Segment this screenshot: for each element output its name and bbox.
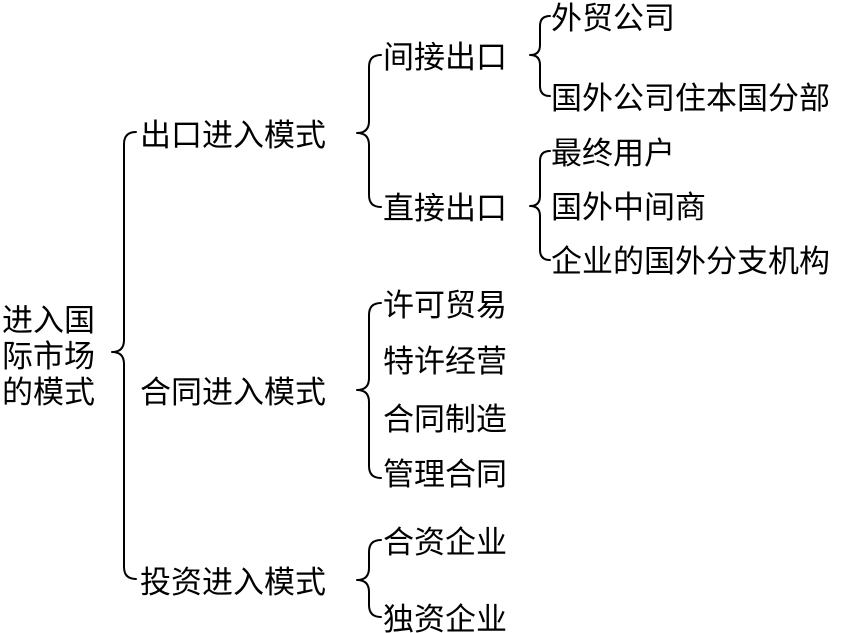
foreign-intermediary-label: 国外中间商 [551,190,706,226]
export-brace [356,54,382,208]
foreign-company-domestic-branch-label: 国外公司住本国分部 [551,81,830,117]
overseas-branch-label: 企业的国外分支机构 [551,244,830,280]
indirect-export-brace [529,15,551,97]
contract-entry-mode-label: 合同进入模式 [140,375,326,411]
contract-manufacturing-label: 合同制造 [383,402,507,438]
direct-export-label: 直接出口 [383,191,507,227]
investment-brace [356,539,382,618]
management-contract-label: 管理合同 [383,457,507,493]
licensing-label: 许可贸易 [383,288,507,324]
joint-venture-label: 合资企业 [383,525,507,561]
export-entry-mode-label: 出口进入模式 [140,118,326,154]
direct-export-brace [529,150,551,261]
franchising-label: 特许经营 [383,344,507,380]
root-label-line-3: 的模式 [2,375,95,411]
root-label-line-1: 进入国 [2,303,95,339]
root-brace [111,131,137,580]
foreign-trade-company-label: 外贸公司 [551,1,675,37]
root-label-line-2: 际市场 [2,339,95,375]
investment-entry-mode-label: 投资进入模式 [140,565,326,601]
contract-brace [356,302,382,479]
wholly-owned-label: 独资企业 [383,602,507,633]
indirect-export-label: 间接出口 [383,40,507,76]
end-user-label: 最终用户 [551,136,675,172]
